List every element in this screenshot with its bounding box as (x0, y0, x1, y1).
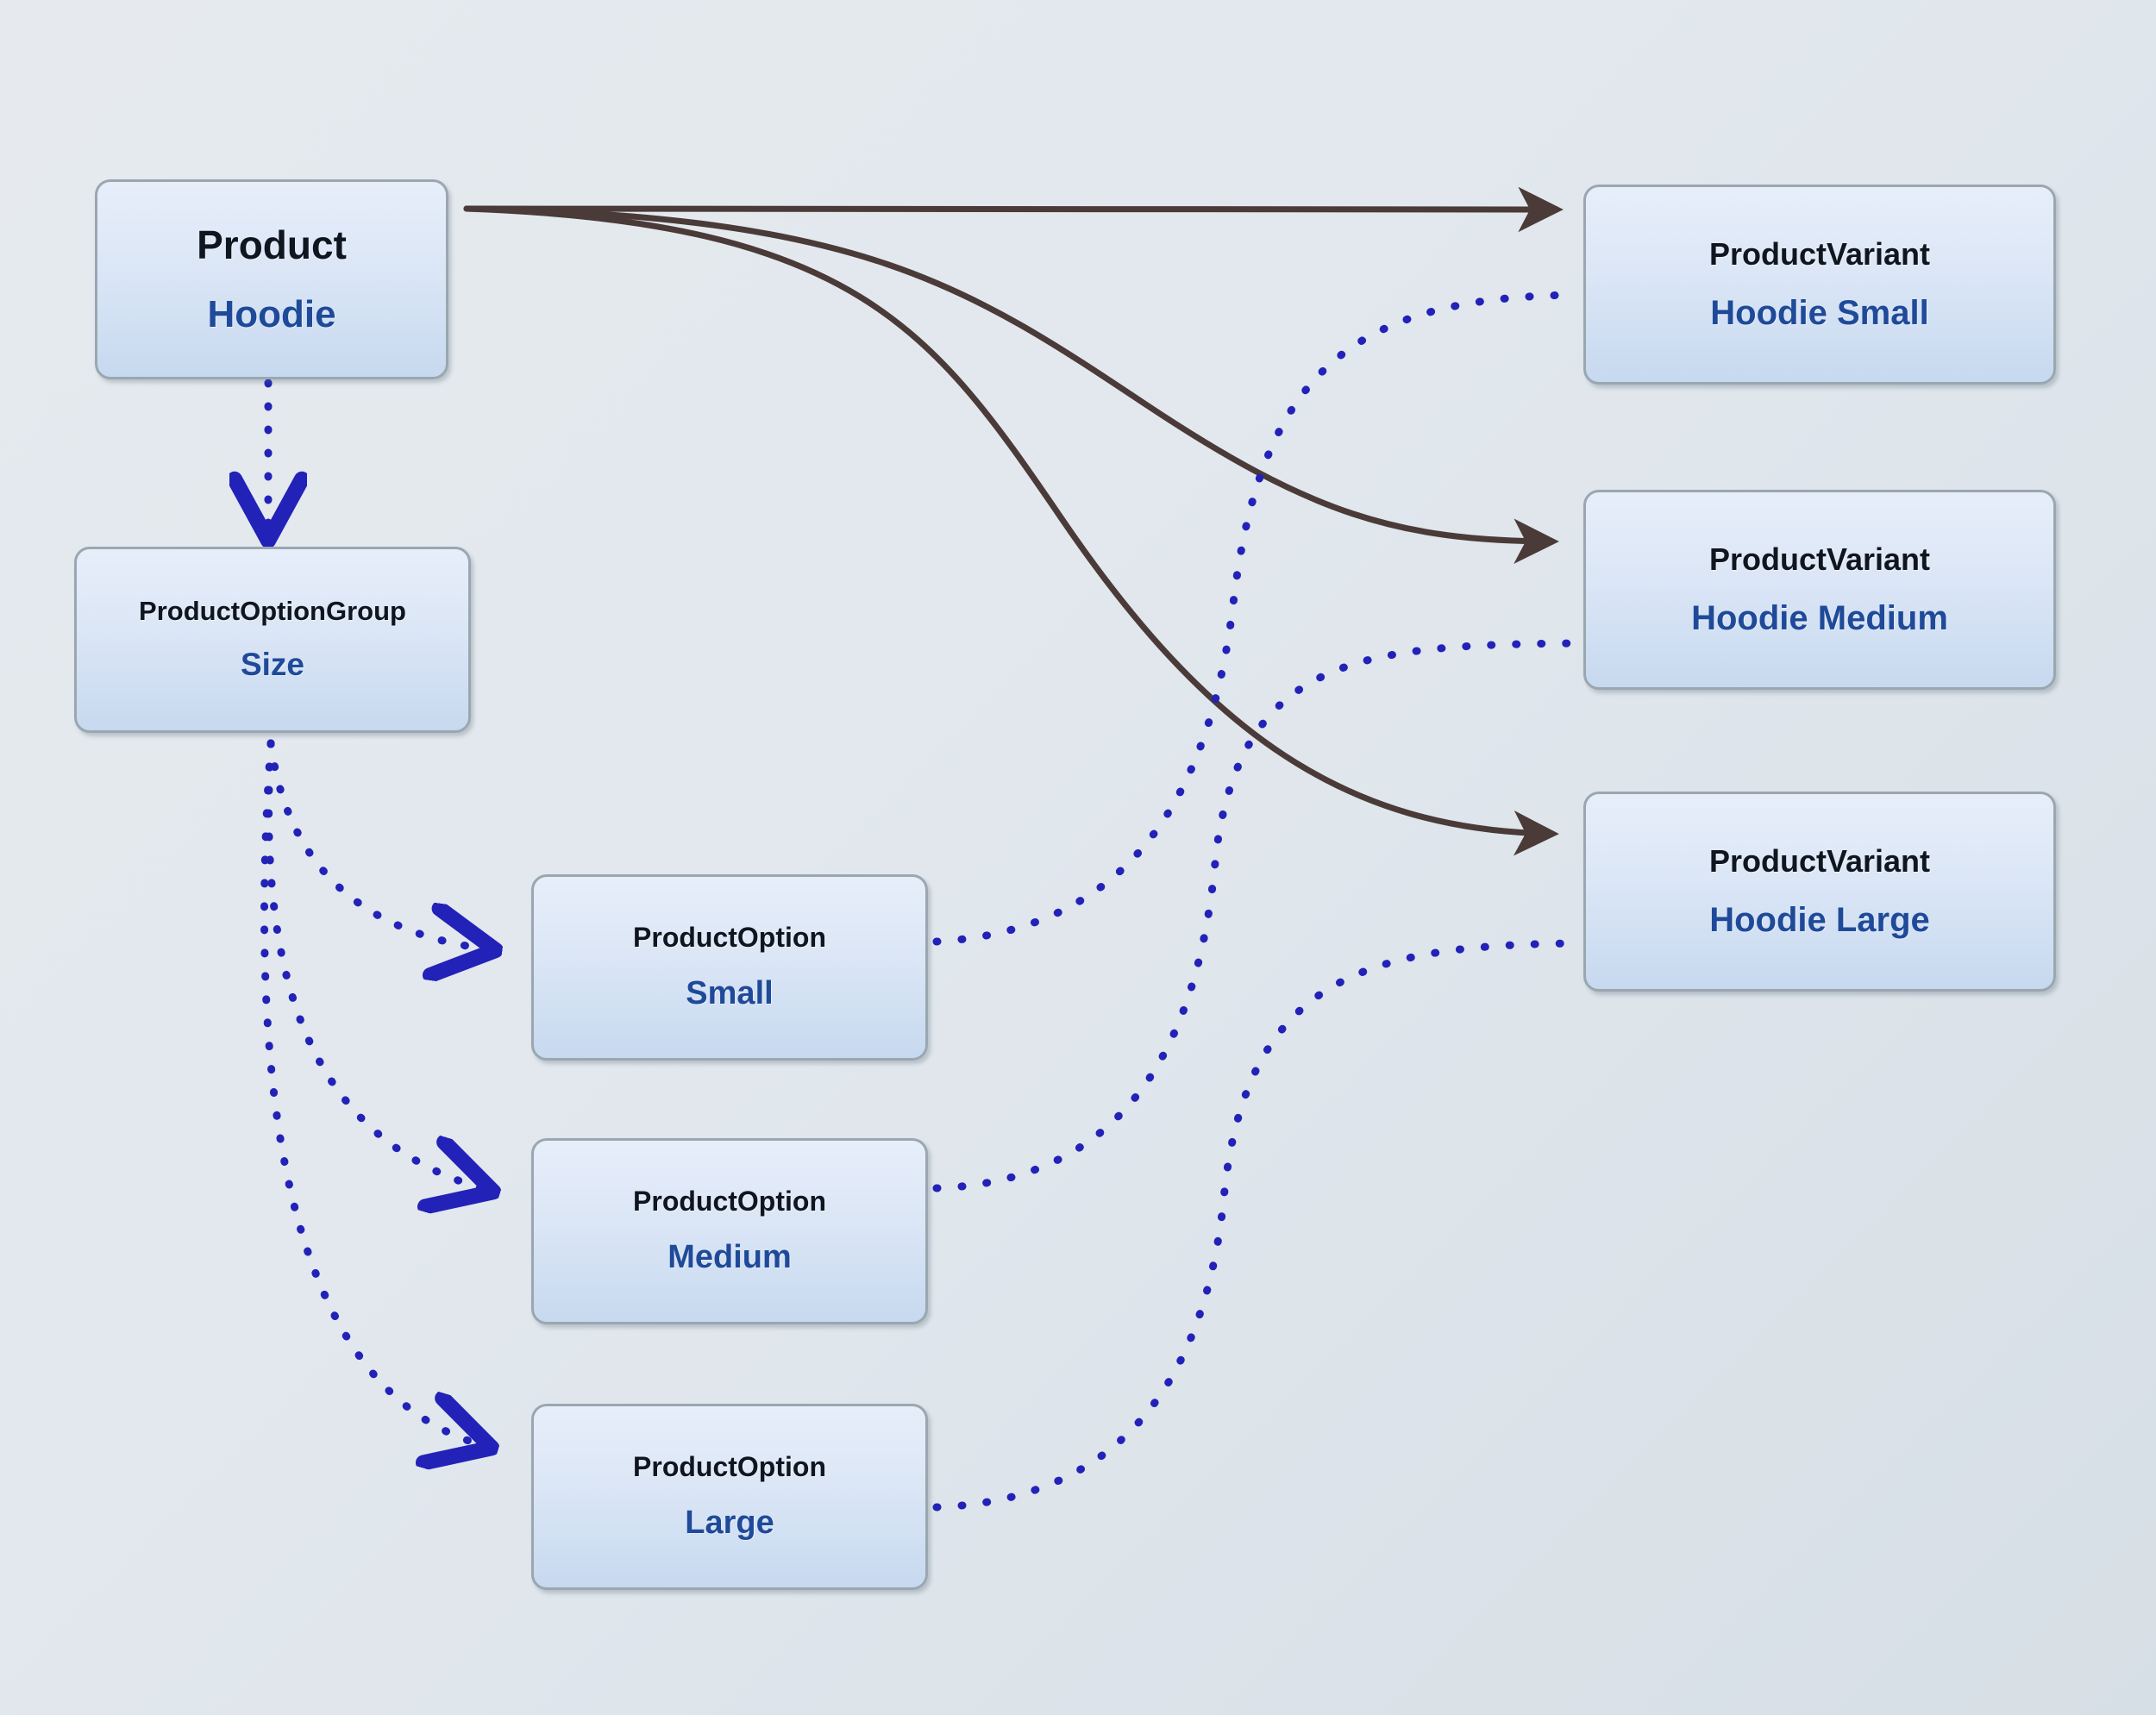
node-productvariant-small-value: Hoodie Small (1710, 293, 1929, 332)
node-productvariant-large-title: ProductVariant (1708, 843, 1931, 879)
node-productoption-large[interactable]: ProductOption Large (531, 1404, 928, 1590)
edge-option-small-to-variant-small (932, 291, 1583, 946)
node-productoption-large-title: ProductOption (633, 1451, 826, 1483)
node-productvariant-medium-title: ProductVariant (1708, 541, 1931, 578)
edge-optiongroup-to-option-large (260, 739, 479, 1444)
node-productoption-medium[interactable]: ProductOption Medium (531, 1138, 928, 1324)
node-product-value: Hoodie (207, 293, 336, 336)
node-productoptiongroup-value: Size (240, 646, 305, 682)
edge-option-large-to-variant-large (932, 939, 1583, 1512)
node-productoption-large-value: Large (685, 1504, 774, 1541)
node-productvariant-large-value: Hoodie Large (1709, 900, 1930, 939)
node-productvariant-medium[interactable]: ProductVariant Hoodie Medium (1583, 490, 2056, 690)
edge-product-to-variant-medium (463, 205, 1559, 564)
edge-product-to-variant-large (463, 205, 1559, 856)
edge-product-to-variant-small (463, 186, 1564, 233)
node-productvariant-large[interactable]: ProductVariant Hoodie Large (1583, 792, 2056, 992)
edge-optiongroup-to-option-medium (265, 739, 481, 1188)
node-productoption-medium-value: Medium (667, 1238, 792, 1275)
node-productoption-small-value: Small (686, 974, 774, 1011)
node-product[interactable]: Product Hoodie (95, 179, 448, 379)
edge-optiongroup-to-option-small (266, 739, 483, 948)
edge-option-medium-to-variant-medium (932, 639, 1583, 1192)
node-productoption-small[interactable]: ProductOption Small (531, 874, 928, 1061)
node-productoption-medium-title: ProductOption (633, 1186, 826, 1217)
node-productvariant-medium-value: Hoodie Medium (1691, 598, 1948, 637)
node-productvariant-small[interactable]: ProductVariant Hoodie Small (1583, 185, 2056, 385)
node-productvariant-small-title: ProductVariant (1708, 236, 1931, 272)
node-productoption-small-title: ProductOption (633, 922, 826, 954)
node-product-title: Product (197, 222, 347, 267)
node-productoptiongroup-title: ProductOptionGroup (139, 596, 406, 627)
node-productoptiongroup[interactable]: ProductOptionGroup Size (74, 547, 471, 733)
